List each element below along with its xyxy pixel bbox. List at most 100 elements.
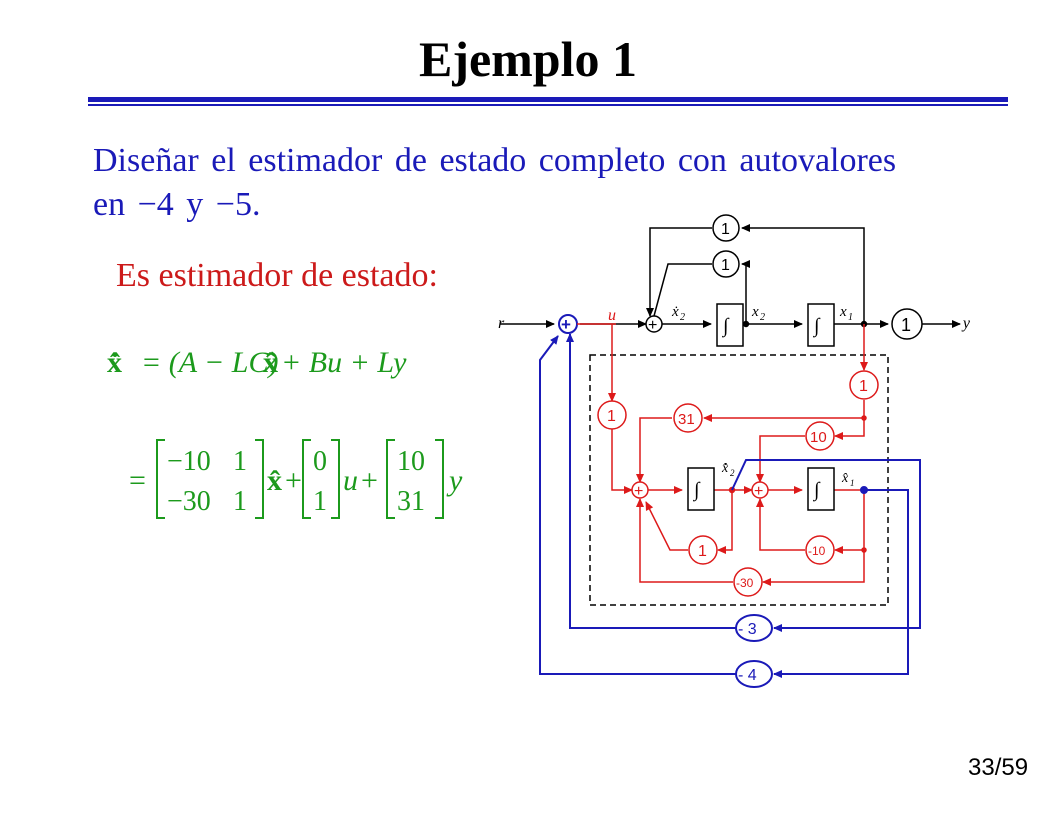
- fb-m4-out: [539, 335, 736, 675]
- plant-node-x2: [742, 320, 750, 328]
- vector-b-right-bracket: [331, 439, 340, 519]
- obs-xhat1-to-m10: [834, 490, 865, 554]
- observer-signal-labels: x̂̇ 2 x̂ 1: [721, 461, 855, 488]
- fb-gain-m3-label: - 3: [738, 621, 757, 638]
- fb-m3-out: [566, 333, 736, 629]
- plant-integrator-1-symbol: ∫: [721, 315, 730, 338]
- obs-integrator-1-symbol: ∫: [692, 479, 701, 502]
- plant-sum-junction: [645, 315, 663, 333]
- vector-b-left-bracket: [302, 439, 311, 519]
- label-xhat2dot-sub: 2: [730, 468, 735, 478]
- obs-y-to-31: [703, 400, 865, 422]
- plant-signal-labels: r u ẋ 2 x 2 x 1 y: [498, 304, 970, 332]
- plant-integrator-2-symbol: ∫: [812, 315, 821, 338]
- eq1-lhs: x̂̇: [107, 346, 122, 379]
- label-xhat1: x̂: [841, 471, 849, 486]
- vector-b-r1: 0: [313, 446, 327, 477]
- label-u: u: [608, 307, 616, 324]
- obs-node-xhat1: [861, 547, 867, 553]
- plant-integrator-2: [807, 303, 835, 347]
- matrix-a-r1c2: 1: [233, 446, 247, 477]
- label-r: r: [498, 315, 505, 332]
- observer-subsystem: + + ∫ ∫ 1 31 10 1 1 -10 -30: [589, 324, 889, 606]
- eq2-y: y: [446, 464, 463, 497]
- obs-b-out: [611, 429, 633, 494]
- obs-node-y1: [861, 415, 867, 421]
- vector-b-r2: 1: [313, 486, 327, 517]
- plant-gain1-out: [646, 227, 712, 317]
- plant-gain-top: [712, 214, 740, 242]
- obs-10-out: [756, 435, 805, 483]
- obs-gain-10-label: 10: [810, 429, 827, 446]
- label-x2dot-sub: 2: [680, 312, 685, 323]
- obs-sum-2: [751, 481, 769, 499]
- obs-xhat2-to-1: [717, 490, 733, 554]
- obs-gain-1-inner: [688, 535, 718, 565]
- eq1-rhs-a: = (A − LC): [141, 346, 278, 379]
- problem-statement-line1: Diseñar el estimador de estado completo …: [93, 142, 897, 179]
- label-x1-sub: 1: [848, 312, 853, 323]
- label-x2: x: [751, 304, 759, 320]
- fb-xhat1-line: [773, 489, 909, 678]
- obs-gain-31: [673, 403, 703, 433]
- plant-gain-mid-label: 1: [721, 257, 730, 274]
- obs-integrator-2: [807, 467, 835, 511]
- vector-l-r1: 10: [397, 446, 425, 477]
- obs-31-out: [636, 417, 672, 483]
- plant-sum-sign: +: [648, 317, 657, 334]
- obs-gain-m10-label: -10: [808, 544, 826, 558]
- equation-1: x̂̇ = (A − LC) x̂ + Bu + Ly: [107, 346, 407, 379]
- obs-gain-y: [849, 370, 879, 400]
- fb-gain-m4-label: - 4: [738, 667, 757, 684]
- plant-x2-feedback-line: [741, 260, 750, 324]
- eq2-plus1: +: [285, 464, 302, 497]
- label-x2-sub: 2: [760, 312, 765, 323]
- obs-y-to-10: [834, 418, 865, 440]
- obs-m30-out: [636, 498, 733, 583]
- plant-output-gain-label: 1: [901, 315, 911, 335]
- title-rule-thick: [88, 97, 1008, 102]
- obs-sum-1: [631, 481, 649, 499]
- state-feedback-subsystem: + - 3 - 4: [539, 314, 921, 688]
- obs-xhat1-to-m30: [762, 550, 865, 586]
- matrix-a-right-bracket: [255, 439, 264, 519]
- observer-block-diagram: + ∫ ∫ 1 1 1 r u ẋ 2 x 2 x 1 y: [498, 214, 970, 688]
- obs-gain-b: [597, 400, 627, 430]
- label-xhat2dot: x̂̇: [721, 461, 729, 476]
- plant-gain-top-label: 1: [721, 221, 730, 238]
- eq2-equals: =: [129, 464, 146, 497]
- obs-gain-m30: [733, 567, 763, 597]
- plant-output-gain: [891, 308, 923, 340]
- plant-gain-mid: [712, 250, 740, 278]
- page-number: 33/59: [968, 754, 1029, 781]
- fb-node-xhat1: [860, 486, 868, 494]
- obs-gain-b-label: 1: [607, 408, 616, 425]
- eq2-u: u: [343, 464, 358, 497]
- label-y: y: [961, 315, 970, 332]
- plant-gain2-out: [653, 263, 712, 317]
- matrix-a-left-bracket: [156, 439, 165, 519]
- fb-gain-m3: [735, 614, 773, 642]
- fb-gain-m4: [735, 660, 773, 688]
- title-rule-thin: [88, 104, 1008, 106]
- slide-title: Ejemplo 1: [418, 31, 638, 87]
- obs-gain-1-inner-label: 1: [698, 543, 707, 560]
- obs-gain-m10: [805, 535, 835, 565]
- observer-boundary: [589, 354, 889, 606]
- estimator-subtitle: Es estimador de estado:: [116, 257, 438, 294]
- matrix-a-r2c1: −30: [167, 486, 211, 517]
- obs-gain-10: [805, 421, 835, 451]
- eq2-plus2: +: [361, 464, 378, 497]
- obs-sum-1-sign: +: [634, 483, 643, 500]
- obs-1-out: [645, 501, 688, 551]
- matrix-a-r1c1: −10: [167, 446, 211, 477]
- obs-gain-y-label: 1: [859, 378, 868, 395]
- plant-subsystem: + ∫ ∫ 1 1 1: [500, 214, 961, 347]
- label-x1: x: [839, 304, 847, 320]
- problem-statement-line2: en −4 y −5.: [93, 186, 261, 223]
- ref-sum-sign: +: [561, 315, 571, 334]
- matrix-a-r2c2: 1: [233, 486, 247, 517]
- vector-l-r2: 31: [397, 486, 425, 517]
- vector-l-right-bracket: [435, 439, 444, 519]
- plant-x1-feedback-line: [741, 224, 865, 324]
